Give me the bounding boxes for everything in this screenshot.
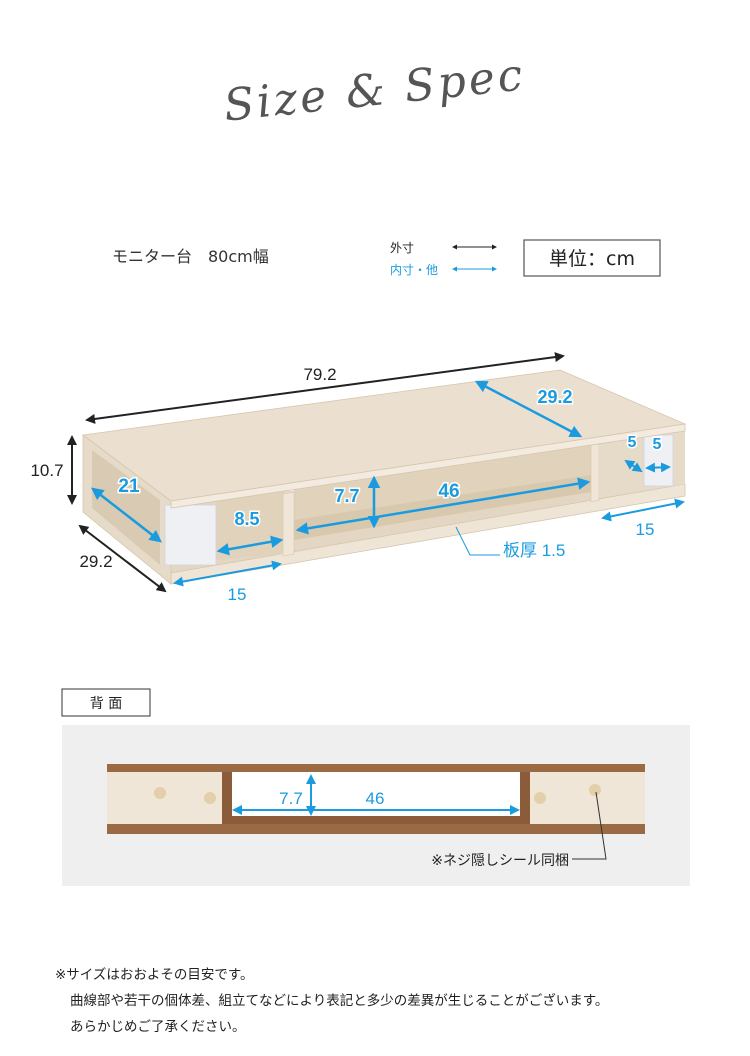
back-height-label: 7.7 — [279, 789, 303, 808]
leg-depth-arrow — [624, 459, 643, 473]
sticker-leader-line — [572, 791, 607, 860]
legend-inner-label: 内寸・他 — [390, 263, 438, 277]
right-width-arrow — [601, 498, 685, 522]
side-depth-arrow — [91, 487, 162, 543]
note-line-2: 曲線部や若干の個体差、組立てなどにより表記と多少の差異が生じることがございます。 — [70, 992, 608, 1009]
side-width-label: 8.5 — [234, 509, 259, 529]
back-label: 背 面 — [90, 696, 122, 712]
note-line-3: あらかじめご了承ください。 — [70, 1019, 246, 1035]
page-title: Size & Spec — [221, 49, 527, 131]
left-width-label: 15 — [228, 585, 247, 604]
height-label: 10.7 — [30, 461, 63, 480]
legend-outer-label: 外寸 — [390, 241, 414, 255]
unit-label: 単位：cm — [549, 248, 635, 270]
depth-label: 29.2 — [79, 552, 112, 571]
leg-depth-label: 5 — [628, 434, 637, 451]
width-arrow — [85, 352, 565, 424]
side-depth-label: 21 — [118, 476, 140, 497]
monitor-stand-drawing — [81, 369, 687, 585]
center-width-label: 46 — [438, 481, 459, 502]
right-width-label: 15 — [636, 520, 655, 539]
leg-width-arrow — [645, 462, 671, 473]
sticker-note: ※ネジ隠しシール同梱 — [431, 853, 569, 869]
left-width-arrow — [173, 560, 282, 587]
leg-width-label: 5 — [653, 436, 662, 453]
center-width-arrow — [295, 477, 591, 535]
note-line-1: ※サイズはおおよその目安です。 — [55, 967, 254, 983]
thickness-leader-line — [455, 526, 500, 556]
thickness-label: 板厚 1.5 — [503, 541, 565, 560]
back-width-label: 46 — [366, 789, 385, 808]
side-width-arrow — [216, 535, 284, 556]
top-depth-arrow — [474, 380, 583, 438]
top-depth-label: 29.2 — [537, 387, 572, 407]
left-leg — [164, 504, 217, 566]
center-height-label: 7.7 — [334, 486, 359, 506]
width-label: 79.2 — [303, 365, 336, 384]
unit-box — [523, 239, 661, 277]
back-label-box — [61, 688, 151, 717]
product-name: モニター台 80cm幅 — [112, 247, 269, 266]
